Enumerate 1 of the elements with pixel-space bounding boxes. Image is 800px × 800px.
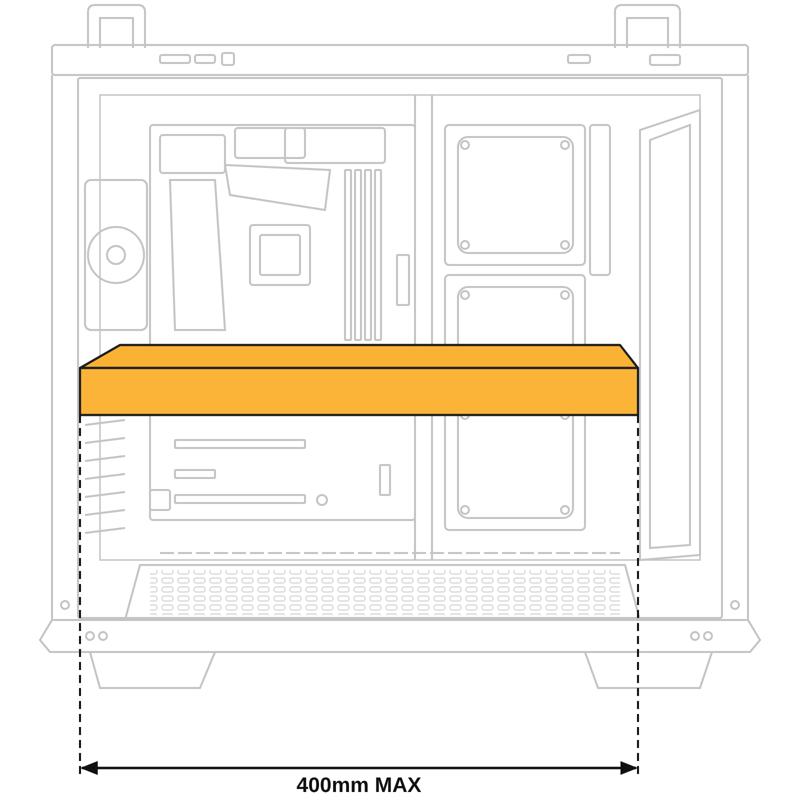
dimension-label: 400mm MAX [296,774,422,798]
